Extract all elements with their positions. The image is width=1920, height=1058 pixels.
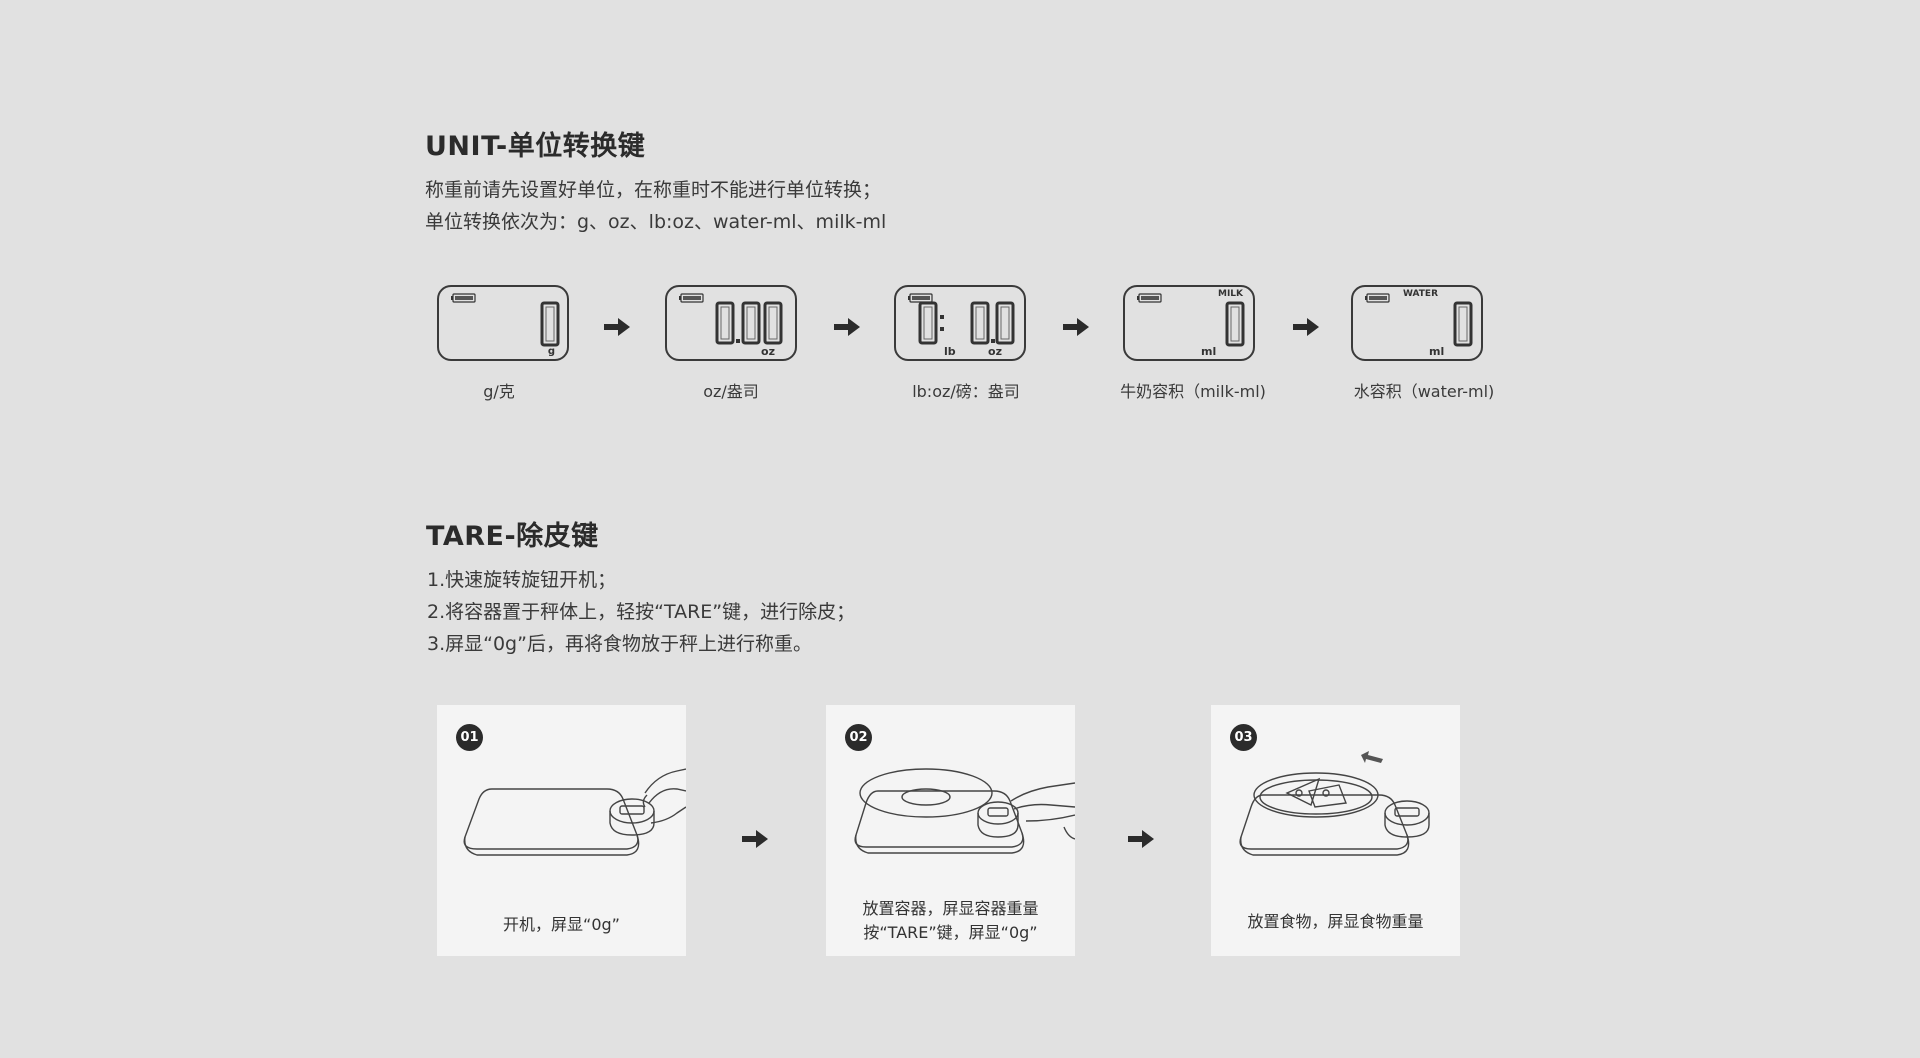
lcd-mode-milk: MILK [1217, 289, 1243, 299]
card-caption-line2: 按“TARE”键，屏显“0g” [863, 923, 1038, 942]
card-caption-line1: 放置容器，屏显容器重量 [862, 899, 1039, 918]
lcd-unit-ml: ml [1429, 345, 1445, 358]
tare-card-1: 01 开机，屏显“0g” [437, 705, 686, 956]
lcd-mode-water: WATER [1403, 289, 1439, 299]
lcd-digit-zero [1453, 301, 1473, 347]
tare-step-2: 2.将容器置于秤体上，轻按“TARE”键，进行除皮； [427, 601, 856, 623]
lcd-display-g: g [437, 285, 569, 361]
lcd-label-water: 水容积（water-ml) [1353, 382, 1495, 401]
lcd-unit-oz: oz [761, 345, 775, 358]
tare-step-3: 3.屏显“0g”后，再将食物放于秤上进行称重。 [427, 633, 812, 655]
lcd-digit-zero [540, 301, 560, 347]
step-badge: 03 [1230, 724, 1257, 751]
card-caption-line1: 开机，屏显“0g” [503, 915, 620, 934]
step-badge: 02 [845, 724, 872, 751]
card-caption: 放置食物，屏显食物重量 [1211, 910, 1460, 934]
lcd-unit-g: g [547, 346, 555, 357]
lcd-label-lb-oz: lb:oz/磅：盎司 [912, 382, 1020, 401]
card-caption-line1: 放置食物，屏显食物重量 [1247, 912, 1424, 931]
down-arrow-icon [1361, 751, 1383, 763]
lcd-display-lb-oz: lb oz [894, 285, 1026, 361]
unit-section-title: UNIT-单位转换键 [425, 131, 646, 162]
right-arrow-icon [1128, 830, 1154, 848]
right-arrow-icon [834, 318, 860, 336]
scale-power-on-illustration [463, 768, 686, 856]
lcd-digits [715, 301, 783, 345]
scale-tare-container-illustration [854, 768, 1075, 854]
lcd-display-oz: oz [665, 285, 797, 361]
step-badge: 01 [456, 724, 483, 751]
lcd-label-g: g/克 [483, 382, 515, 401]
unit-description-line2: 单位转换依次为：g、oz、lb:oz、water-ml、milk-ml [425, 211, 887, 233]
right-arrow-icon [742, 830, 768, 848]
tare-section-title: TARE-除皮键 [426, 521, 599, 552]
unit-description-line1: 称重前请先设置好单位，在称重时不能进行单位转换； [425, 179, 882, 201]
lcd-digits [918, 301, 1015, 345]
right-arrow-icon [1293, 318, 1319, 336]
lcd-unit-oz: oz [988, 345, 1002, 358]
card-caption: 放置容器，屏显容器重量 按“TARE”键，屏显“0g” [826, 897, 1075, 945]
lcd-unit-ml: ml [1201, 345, 1217, 358]
battery-icon [1365, 293, 1390, 303]
battery-icon [679, 293, 704, 303]
lcd-label-oz: oz/盎司 [703, 382, 759, 401]
scale-weigh-food-illustration [1239, 751, 1430, 856]
card-caption: 开机，屏显“0g” [437, 913, 686, 937]
tare-steps: 1.快速旋转旋钮开机； 2.将容器置于秤体上，轻按“TARE”键，进行除皮； 3… [427, 564, 855, 660]
tare-step-1: 1.快速旋转旋钮开机； [427, 569, 617, 591]
right-arrow-icon [604, 318, 630, 336]
tare-card-2: 02 放置容器，屏显容器重量 按“TARE”键，屏显“0g” [826, 705, 1075, 956]
right-arrow-icon [1063, 318, 1089, 336]
tare-card-3: 03 放置食物，屏显食物重量 [1211, 705, 1460, 956]
battery-icon [451, 293, 476, 303]
unit-description: 称重前请先设置好单位，在称重时不能进行单位转换； 单位转换依次为：g、oz、lb… [425, 174, 886, 238]
battery-icon [908, 293, 933, 303]
lcd-display-milk: MILK ml [1123, 285, 1255, 361]
battery-icon [1137, 293, 1162, 303]
lcd-digit-zero [1225, 301, 1245, 347]
lcd-unit-lb: lb [944, 345, 956, 358]
lcd-display-water: WATER ml [1351, 285, 1483, 361]
lcd-label-milk: 牛奶容积（milk-ml) [1120, 382, 1266, 401]
